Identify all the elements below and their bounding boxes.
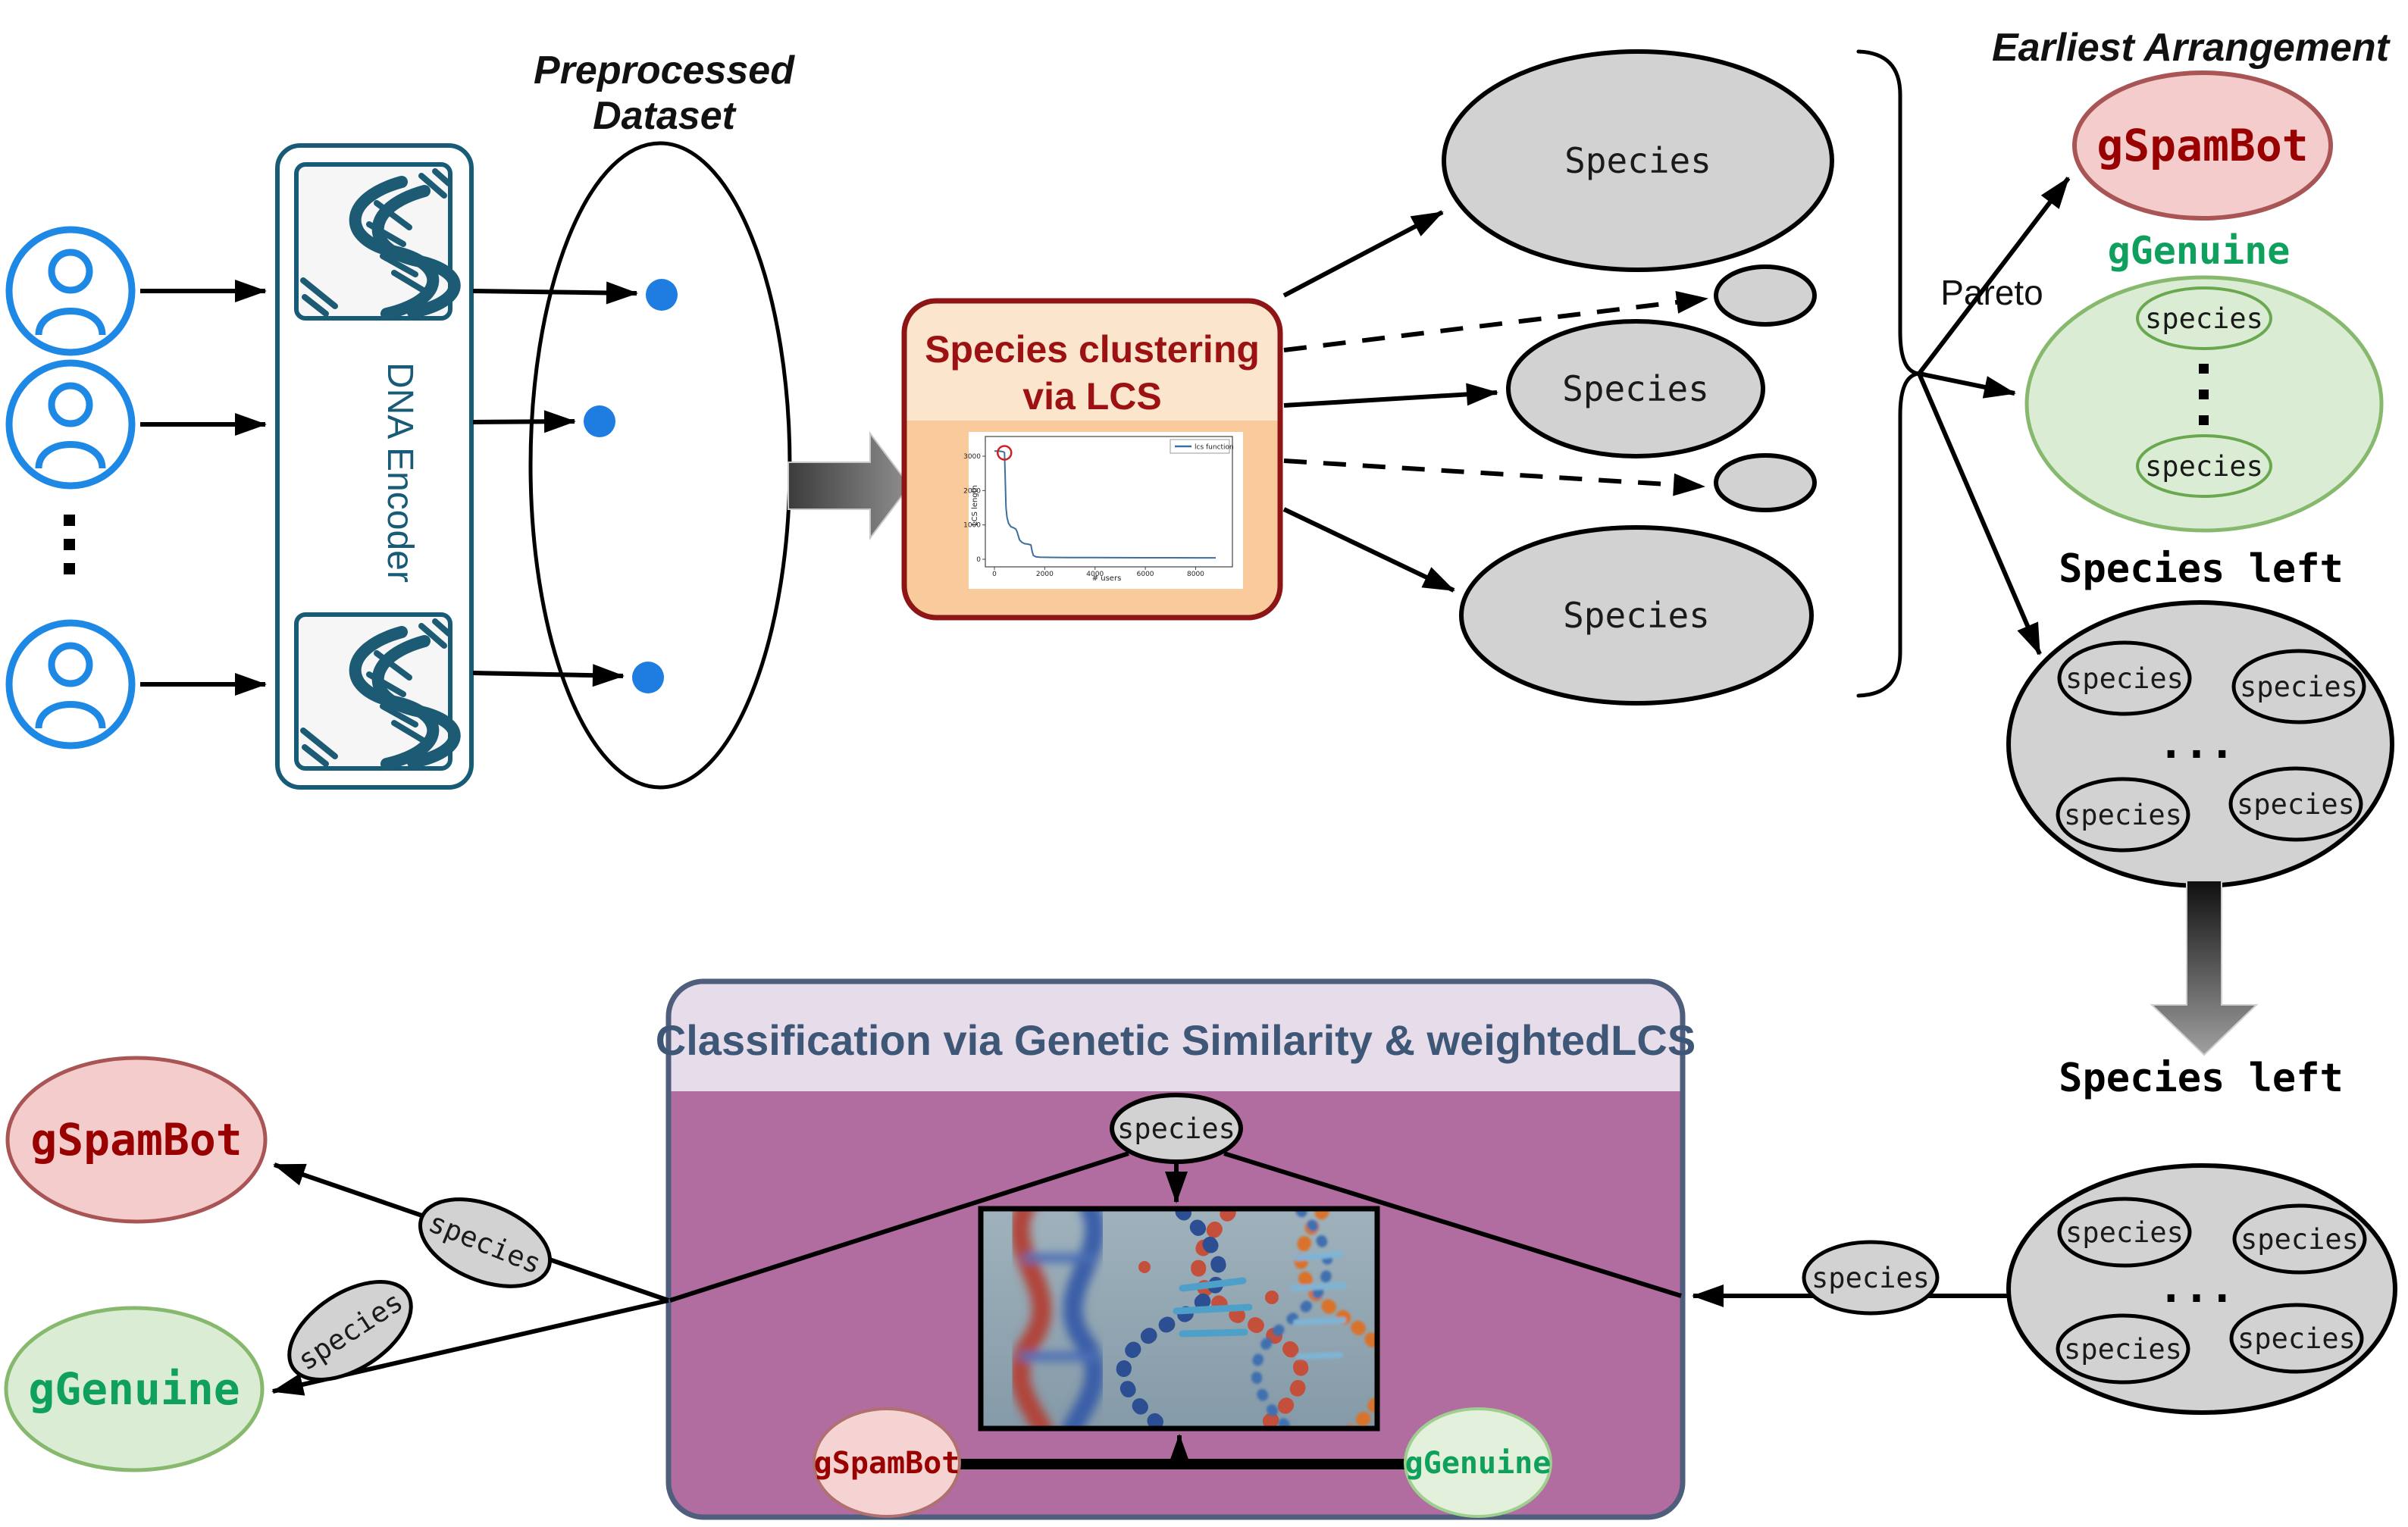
chart-y-tick: 0 bbox=[976, 556, 981, 564]
data-point bbox=[646, 279, 678, 311]
svg-text:gSpamBot: gSpamBot bbox=[30, 1114, 242, 1166]
ellipsis-label: ... bbox=[2158, 719, 2234, 768]
chart-legend: lcs function bbox=[1170, 439, 1234, 454]
svg-text:species: species bbox=[1811, 1262, 1930, 1294]
species-ellipse bbox=[1459, 525, 1814, 706]
clustering-title-line1: Species clustering bbox=[925, 328, 1260, 371]
chart-y-tick: 1000 bbox=[963, 522, 981, 530]
gspambot-label: gSpamBot bbox=[2096, 120, 2308, 171]
species-ellipse-small bbox=[1714, 453, 1817, 512]
chart-y-tick: 3000 bbox=[963, 453, 981, 461]
user-icon bbox=[5, 619, 136, 749]
gspambot-node-inner: gSpamBot bbox=[813, 1407, 961, 1518]
chart-elbow-marker bbox=[997, 445, 1013, 461]
chart-x-tick: 0 bbox=[992, 571, 997, 578]
species-ellipse bbox=[1506, 319, 1765, 458]
pareto-arrows bbox=[1917, 177, 2071, 656]
svg-text:species: species bbox=[1117, 1112, 1235, 1145]
preprocessed-title-line2: Dataset bbox=[593, 94, 737, 138]
species-left-pool-top: species species species species ... bbox=[2006, 600, 2394, 888]
gspambot-group-top: gSpamBot bbox=[2072, 70, 2333, 221]
species-node: species bbox=[1110, 1093, 1243, 1164]
species-clusters: Species Species Species bbox=[1442, 49, 1834, 706]
species-left-title-bottom: Species left bbox=[2059, 1056, 2344, 1101]
user-icons bbox=[5, 226, 136, 749]
ggenuine-group-top: species species bbox=[2024, 275, 2384, 533]
users-vertical-ellipsis bbox=[64, 515, 75, 574]
classification-box: Classification via Genetic Similarity & … bbox=[656, 978, 1696, 1520]
dna-icon bbox=[294, 612, 461, 771]
user-to-encoder-arrows bbox=[140, 280, 267, 696]
user-icon bbox=[5, 359, 136, 490]
chart-xlabel: # users bbox=[1092, 574, 1122, 583]
dna-photo bbox=[978, 1206, 1380, 1432]
chart-line bbox=[994, 450, 1216, 559]
species-inner-label: species bbox=[2240, 671, 2358, 703]
species-inner-label: species bbox=[2240, 1223, 2359, 1256]
chart-x-tick: 2000 bbox=[1036, 571, 1054, 578]
dna-icon bbox=[294, 162, 461, 321]
ggenuine-title: gGenuine bbox=[2108, 229, 2291, 273]
species-inner-label: species bbox=[2237, 788, 2355, 821]
classification-title: Classification via Genetic Similarity & … bbox=[656, 1016, 1696, 1064]
ggenuine-group-bottom: gGenuine bbox=[4, 1306, 265, 1472]
dna-encoder-box: DNA Encoder bbox=[275, 143, 474, 790]
chart-y-tick: 2000 bbox=[963, 487, 981, 495]
vertical-ellipsis bbox=[2199, 364, 2209, 425]
species-inner-label: species bbox=[2145, 302, 2263, 335]
species-inner-label: species bbox=[2064, 1333, 2182, 1366]
chart-x-tick: 4000 bbox=[1086, 571, 1104, 578]
svg-text:gGenuine: gGenuine bbox=[1405, 1446, 1552, 1481]
ggenuine-node-inner: gGenuine bbox=[1404, 1407, 1552, 1518]
species-arrow-label-tilted: species bbox=[418, 1197, 553, 1288]
species-ellipse-label: Species bbox=[1564, 140, 1711, 181]
species-arrow-label-tilted: species bbox=[287, 1279, 413, 1382]
species-ellipse-label: Species bbox=[1562, 368, 1709, 409]
thick-arrow-down bbox=[2150, 880, 2259, 1056]
species-left-pool-bottom: species species species species ... bbox=[2006, 1163, 2397, 1415]
species-inner-label: species bbox=[2065, 662, 2184, 695]
chart-ylabel: LCS length bbox=[971, 485, 979, 526]
svg-text:gSpamBot: gSpamBot bbox=[814, 1446, 960, 1481]
species-inner-label: species bbox=[2237, 1322, 2356, 1355]
species-ellipse-small bbox=[1714, 264, 1817, 327]
curly-brace bbox=[1856, 49, 1920, 698]
species-ellipse bbox=[1442, 49, 1834, 272]
lcs-elbow-chart: 0 2000 4000 6000 8000 0 1000 2000 3000 lcs funct… bbox=[963, 432, 1243, 589]
species-inner-label: species bbox=[2065, 1216, 2184, 1249]
clustering-title-line2: via LCS bbox=[1022, 375, 1161, 418]
svg-text:gGenuine: gGenuine bbox=[28, 1363, 240, 1415]
dataset-ellipse bbox=[528, 141, 792, 790]
data-point bbox=[632, 662, 664, 693]
species-ellipse-label: Species bbox=[1563, 595, 1710, 636]
user-icon bbox=[5, 226, 136, 356]
gspambot-group-bottom: gSpamBot bbox=[5, 1056, 268, 1224]
chart-legend-label: lcs function bbox=[1195, 444, 1234, 452]
preprocessed-title-line1: Preprocessed bbox=[534, 49, 795, 92]
data-point bbox=[584, 405, 615, 437]
ellipsis-label: ... bbox=[2158, 1263, 2234, 1313]
clustering-box: Species clustering via LCS 0 2000 4000 6000… bbox=[901, 298, 1283, 621]
species-left-title-top: Species left bbox=[2059, 546, 2344, 592]
chart-x-tick: 8000 bbox=[1187, 571, 1204, 578]
dna-encoder-label: DNA Encoder bbox=[380, 362, 420, 583]
earliest-arrangement-title: Earliest Arrangement bbox=[1992, 26, 2391, 70]
preprocessed-dataset: Preprocessed Dataset bbox=[472, 49, 795, 790]
thick-arrow-right bbox=[788, 431, 911, 540]
chart-x-tick: 6000 bbox=[1137, 571, 1154, 578]
clustering-to-species-arrows bbox=[1282, 210, 1708, 593]
species-inner-label: species bbox=[2064, 799, 2182, 831]
species-inner-label: species bbox=[2145, 450, 2263, 483]
species-arrow-label: species bbox=[1802, 1240, 1940, 1316]
